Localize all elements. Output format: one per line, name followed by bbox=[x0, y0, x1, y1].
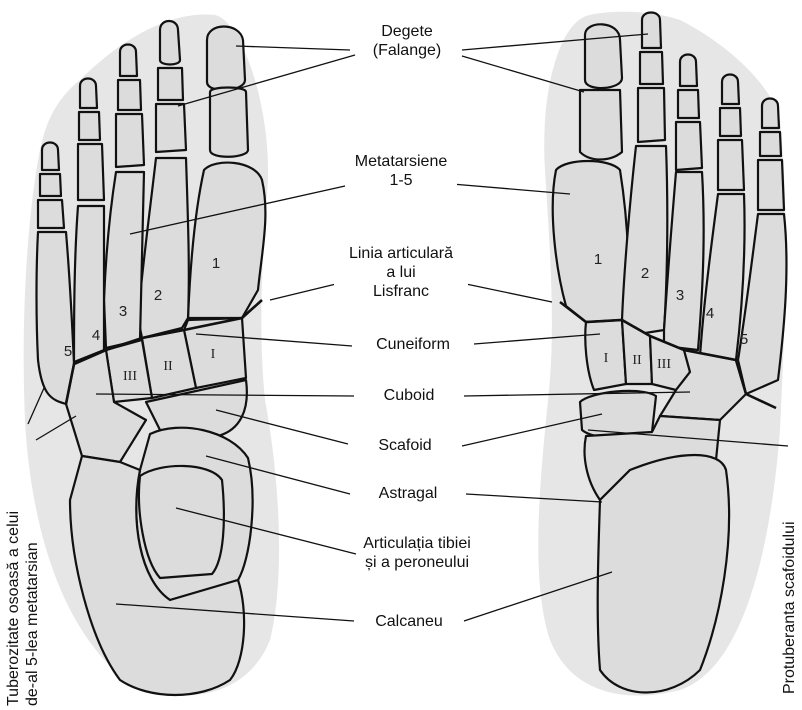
right-metatarsal-label-5: 5 bbox=[740, 331, 748, 348]
label-articulatia: Articulația tibiei și a peroneului bbox=[358, 534, 476, 572]
left-toe-4-middle bbox=[79, 112, 100, 140]
right-toe-3-proximal bbox=[676, 122, 702, 170]
label-lisfranc-line3: Lisfranc bbox=[334, 282, 468, 301]
label-degete-line1: Degete bbox=[358, 22, 456, 41]
left-toe-3-middle bbox=[118, 80, 141, 110]
right-toe-1-proximal bbox=[580, 90, 622, 160]
label-lisfranc-line2: a lui bbox=[334, 263, 468, 282]
right-cuneiform-label-3: III bbox=[657, 357, 671, 372]
right-metatarsal-label-2: 2 bbox=[641, 265, 649, 282]
right-toe-3-distal bbox=[680, 55, 697, 87]
label-metatarsiene-line2: 1-5 bbox=[345, 171, 457, 190]
label-lisfranc: Linia articulară a lui Lisfranc bbox=[334, 244, 468, 301]
label-cuboid: Cuboid bbox=[356, 386, 462, 405]
left-toe-5-distal bbox=[42, 143, 59, 171]
right-cuneiform-label-2: II bbox=[632, 353, 642, 368]
left-toe-1-distal bbox=[207, 27, 245, 91]
left-toe-2-proximal bbox=[156, 104, 186, 152]
label-protuberanta: Protuberanta scafoidului bbox=[780, 521, 799, 694]
right-toe-4-distal bbox=[722, 75, 739, 105]
label-lisfranc-line1: Linia articulară bbox=[334, 244, 468, 263]
label-metatarsiene: Metatarsiene 1-5 bbox=[345, 152, 457, 190]
left-metatarsal-5 bbox=[37, 232, 75, 404]
label-metatarsiene-line1: Metatarsiene bbox=[345, 152, 457, 171]
left-metatarsal-label-3: 3 bbox=[119, 303, 127, 320]
left-tibia-joint-surface bbox=[139, 466, 224, 578]
right-metatarsal-label-4: 4 bbox=[706, 305, 714, 322]
right-toe-5-proximal bbox=[758, 160, 784, 210]
right-cuneiform-label-1: I bbox=[604, 351, 609, 366]
left-toe-3-proximal bbox=[116, 114, 144, 167]
leader-lisfranc-left bbox=[270, 284, 336, 300]
right-metatarsal-label-3: 3 bbox=[676, 287, 684, 304]
left-toe-2-distal bbox=[160, 21, 180, 65]
right-toe-2-middle bbox=[640, 52, 663, 84]
label-scafoid: Scafoid bbox=[350, 436, 460, 455]
leader-degete-left-1 bbox=[236, 46, 350, 50]
left-metatarsal-label-4: 4 bbox=[92, 327, 100, 344]
left-toe-3-distal bbox=[120, 45, 137, 77]
right-foot: 1 2 3 4 5 I II III bbox=[538, 12, 786, 696]
right-toe-2-proximal bbox=[638, 88, 665, 142]
label-degete-line2: (Falange) bbox=[358, 41, 456, 60]
label-tuberozitate: Tuberozitate osoasă a celui de-al 5-lea … bbox=[4, 511, 42, 706]
left-toe-5-middle bbox=[40, 174, 61, 196]
left-metatarsal-label-1: 1 bbox=[212, 255, 220, 272]
label-cuneiform: Cuneiform bbox=[353, 335, 473, 354]
right-metatarsal-1 bbox=[553, 161, 629, 322]
label-tuberozitate-line1: Tuberozitate osoasă a celui bbox=[4, 511, 23, 706]
left-toe-4-proximal bbox=[78, 144, 104, 200]
right-toe-5-middle bbox=[760, 132, 781, 156]
label-calcaneu: Calcaneu bbox=[356, 612, 462, 631]
right-toe-3-middle bbox=[678, 90, 699, 118]
left-toe-4-distal bbox=[80, 79, 97, 109]
left-cuneiform-label-3: III bbox=[123, 369, 137, 384]
right-toe-4-proximal bbox=[718, 140, 744, 190]
right-toe-2-distal bbox=[642, 13, 661, 49]
leader-lisfranc-right bbox=[466, 284, 552, 302]
left-toe-5-proximal bbox=[38, 200, 64, 228]
right-toe-1-distal bbox=[585, 24, 622, 88]
left-foot: 1 2 3 4 5 I II III bbox=[24, 14, 279, 695]
label-astragal: Astragal bbox=[352, 484, 464, 503]
left-toe-2-middle bbox=[158, 68, 183, 100]
left-toe-1-proximal bbox=[210, 88, 248, 157]
label-degete: Degete (Falange) bbox=[358, 22, 456, 60]
label-tuberozitate-line2: de-al 5-lea metatarsian bbox=[23, 511, 42, 706]
label-articulatia-line2: și a peroneului bbox=[358, 553, 476, 572]
label-articulatia-line1: Articulația tibiei bbox=[358, 534, 476, 553]
right-toe-4-middle bbox=[720, 108, 741, 136]
right-toe-5-distal bbox=[762, 99, 779, 129]
left-cuneiform-label-2: II bbox=[163, 359, 173, 374]
right-metatarsal-label-1: 1 bbox=[594, 251, 602, 268]
left-metatarsal-label-5: 5 bbox=[64, 343, 72, 360]
left-cuneiform-label-1: I bbox=[211, 347, 216, 362]
left-metatarsal-label-2: 2 bbox=[154, 287, 162, 304]
